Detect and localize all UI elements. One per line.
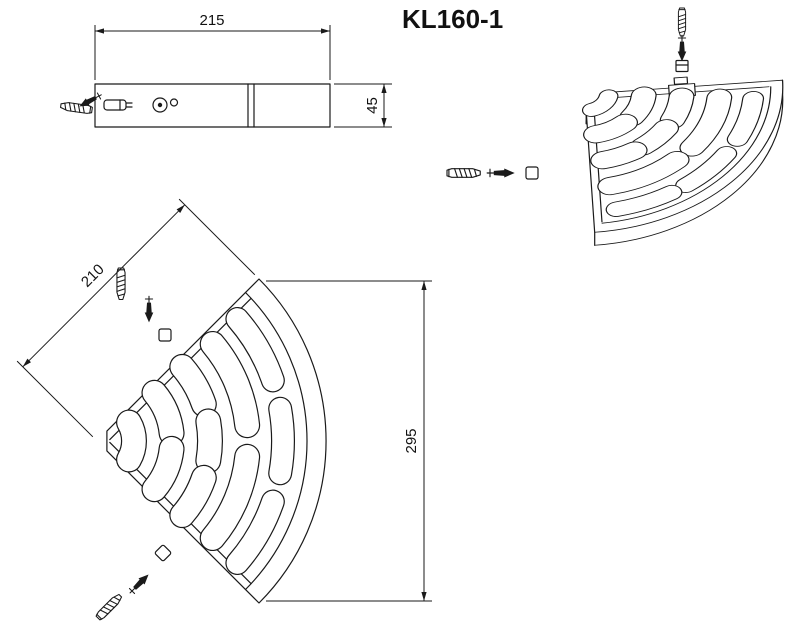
screw-icon — [126, 570, 153, 597]
anchor-icon — [446, 168, 481, 178]
slot-arc — [591, 142, 647, 169]
basket-slots — [116, 306, 295, 576]
anchor-icon — [677, 7, 687, 37]
bracket-fixings — [103, 97, 179, 113]
slot-arc — [226, 490, 284, 574]
basket-top-face — [581, 76, 784, 233]
dimension-bracket-height: 45 — [334, 83, 392, 128]
screw-icon — [144, 295, 154, 323]
slot-arc — [583, 90, 618, 117]
dimension-label-295: 295 — [403, 428, 420, 453]
front-view: 215 45 — [59, 12, 392, 128]
slot-arc — [660, 88, 694, 129]
plan-view: 210 295 — [16, 198, 432, 622]
anchor-icon — [94, 592, 124, 622]
slot-arc — [142, 380, 184, 445]
bracket-divider — [247, 83, 255, 128]
slot-arc — [269, 397, 294, 485]
slot-arc — [200, 444, 259, 550]
mounting-slot — [673, 76, 689, 85]
nut-icon — [158, 328, 172, 342]
slot-arc — [606, 185, 682, 217]
slot-arc — [117, 410, 146, 472]
dimension-shelf-height: 295 — [266, 280, 432, 602]
nut-icon — [525, 166, 539, 180]
slot-arc — [620, 87, 656, 126]
perspective-view — [446, 7, 784, 246]
screw-icon — [677, 34, 687, 62]
dimension-label-215: 215 — [199, 12, 224, 29]
basket-rim-inner — [244, 291, 308, 591]
dimension-label-45: 45 — [364, 97, 381, 114]
nut-icon — [153, 543, 173, 563]
basket-rim-inner — [601, 86, 772, 224]
basket-slots — [581, 86, 765, 217]
slot-arc — [142, 437, 184, 502]
screw-icon — [486, 167, 516, 179]
dimension-bracket-width: 215 — [94, 12, 331, 80]
slot-arc — [200, 332, 259, 438]
slot-arc — [676, 146, 737, 193]
drawing-title: KL160-1 — [402, 4, 503, 34]
slot-arc — [196, 409, 222, 473]
slot-arc — [170, 465, 216, 527]
slot-arc — [680, 89, 732, 156]
slot-arc — [598, 151, 689, 195]
cap-icon — [675, 59, 689, 73]
bracket-body — [94, 83, 331, 128]
anchor-icon — [116, 267, 126, 301]
slot-arc — [226, 308, 284, 392]
slot-arc — [584, 114, 637, 143]
slot-arc — [727, 91, 763, 146]
slot-arc — [170, 355, 216, 417]
